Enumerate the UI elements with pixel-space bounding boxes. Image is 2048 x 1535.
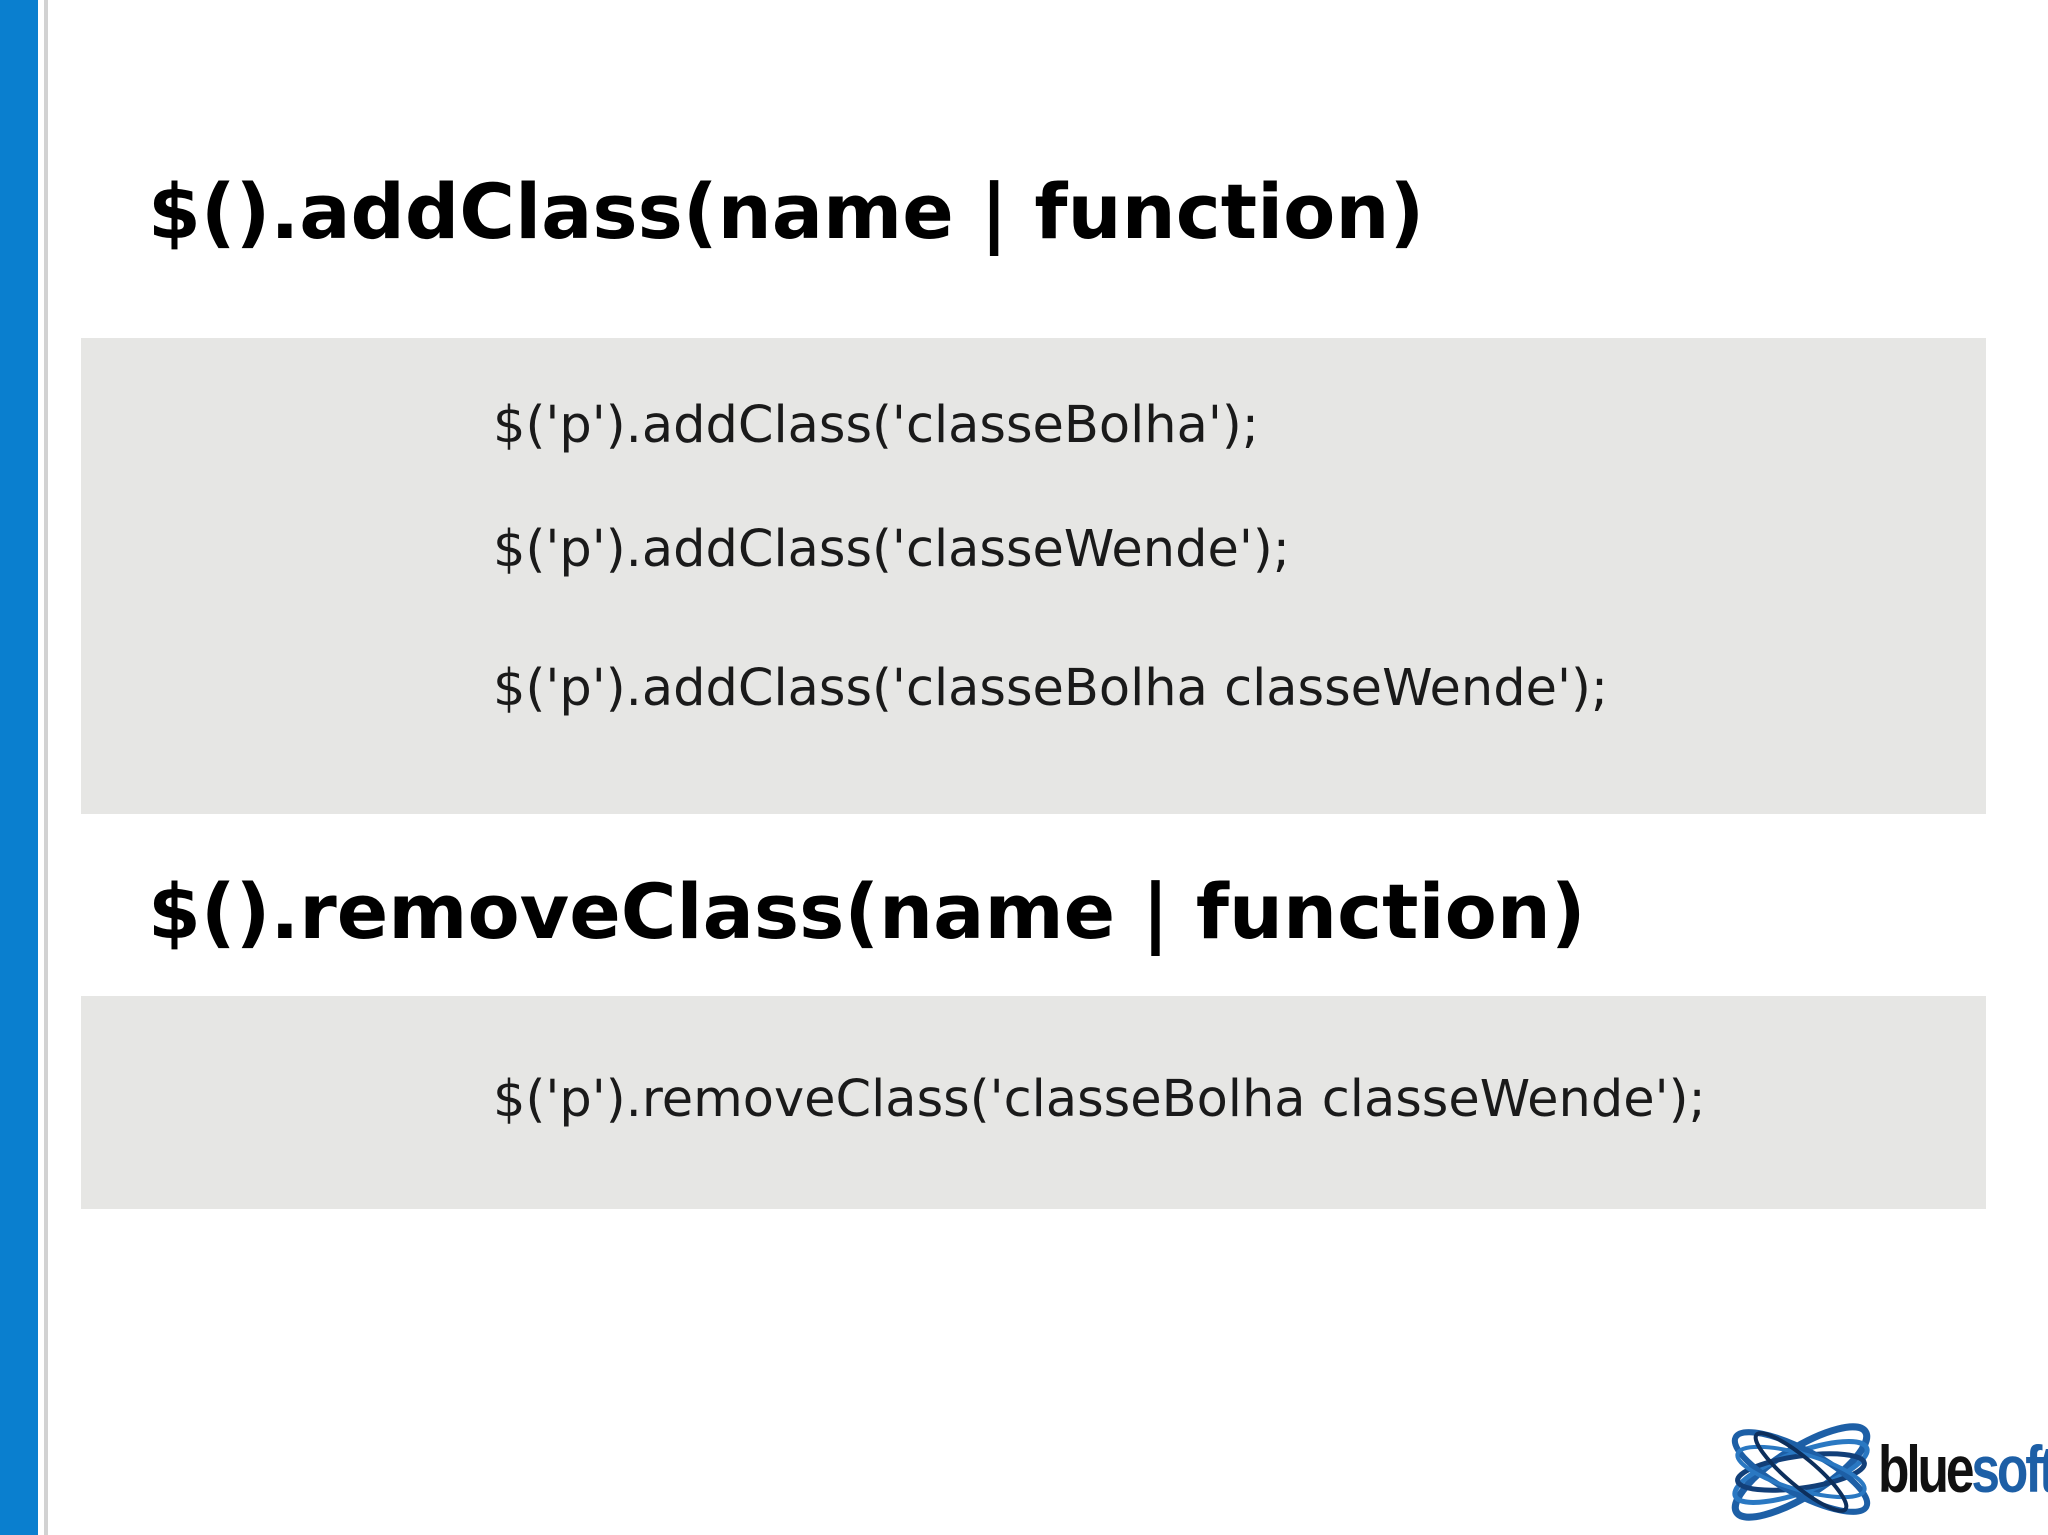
code-line: $('p').addClass('classeWende');: [493, 520, 1290, 579]
orbit-rings-icon: [1731, 1423, 1871, 1521]
accent-bar-gap: [38, 0, 44, 1535]
code-line: $('p').addClass('classeBolha classeWende…: [493, 659, 1609, 718]
bluesoft-logo: bluesoft: [1718, 1412, 2048, 1532]
code-block-removeclass: $('p').removeClass('classeBolha classeWe…: [81, 996, 1986, 1209]
logo-text-soft: soft: [1971, 1432, 2048, 1506]
left-accent-bar: [0, 0, 38, 1535]
code-block-addclass: $('p').addClass('classeBolha'); $('p').a…: [81, 338, 1986, 814]
code-line: $('p').addClass('classeBolha');: [493, 396, 1259, 455]
logo-wordmark: bluesoft: [1878, 1436, 2048, 1502]
accent-divider-line: [44, 0, 48, 1535]
code-line: $('p').removeClass('classeBolha classeWe…: [493, 1070, 1706, 1129]
section-heading-addclass: $().addClass(name | function): [148, 167, 1425, 256]
section-heading-removeclass: $().removeClass(name | function): [148, 867, 1586, 956]
logo-text-blue: blue: [1878, 1432, 1974, 1506]
